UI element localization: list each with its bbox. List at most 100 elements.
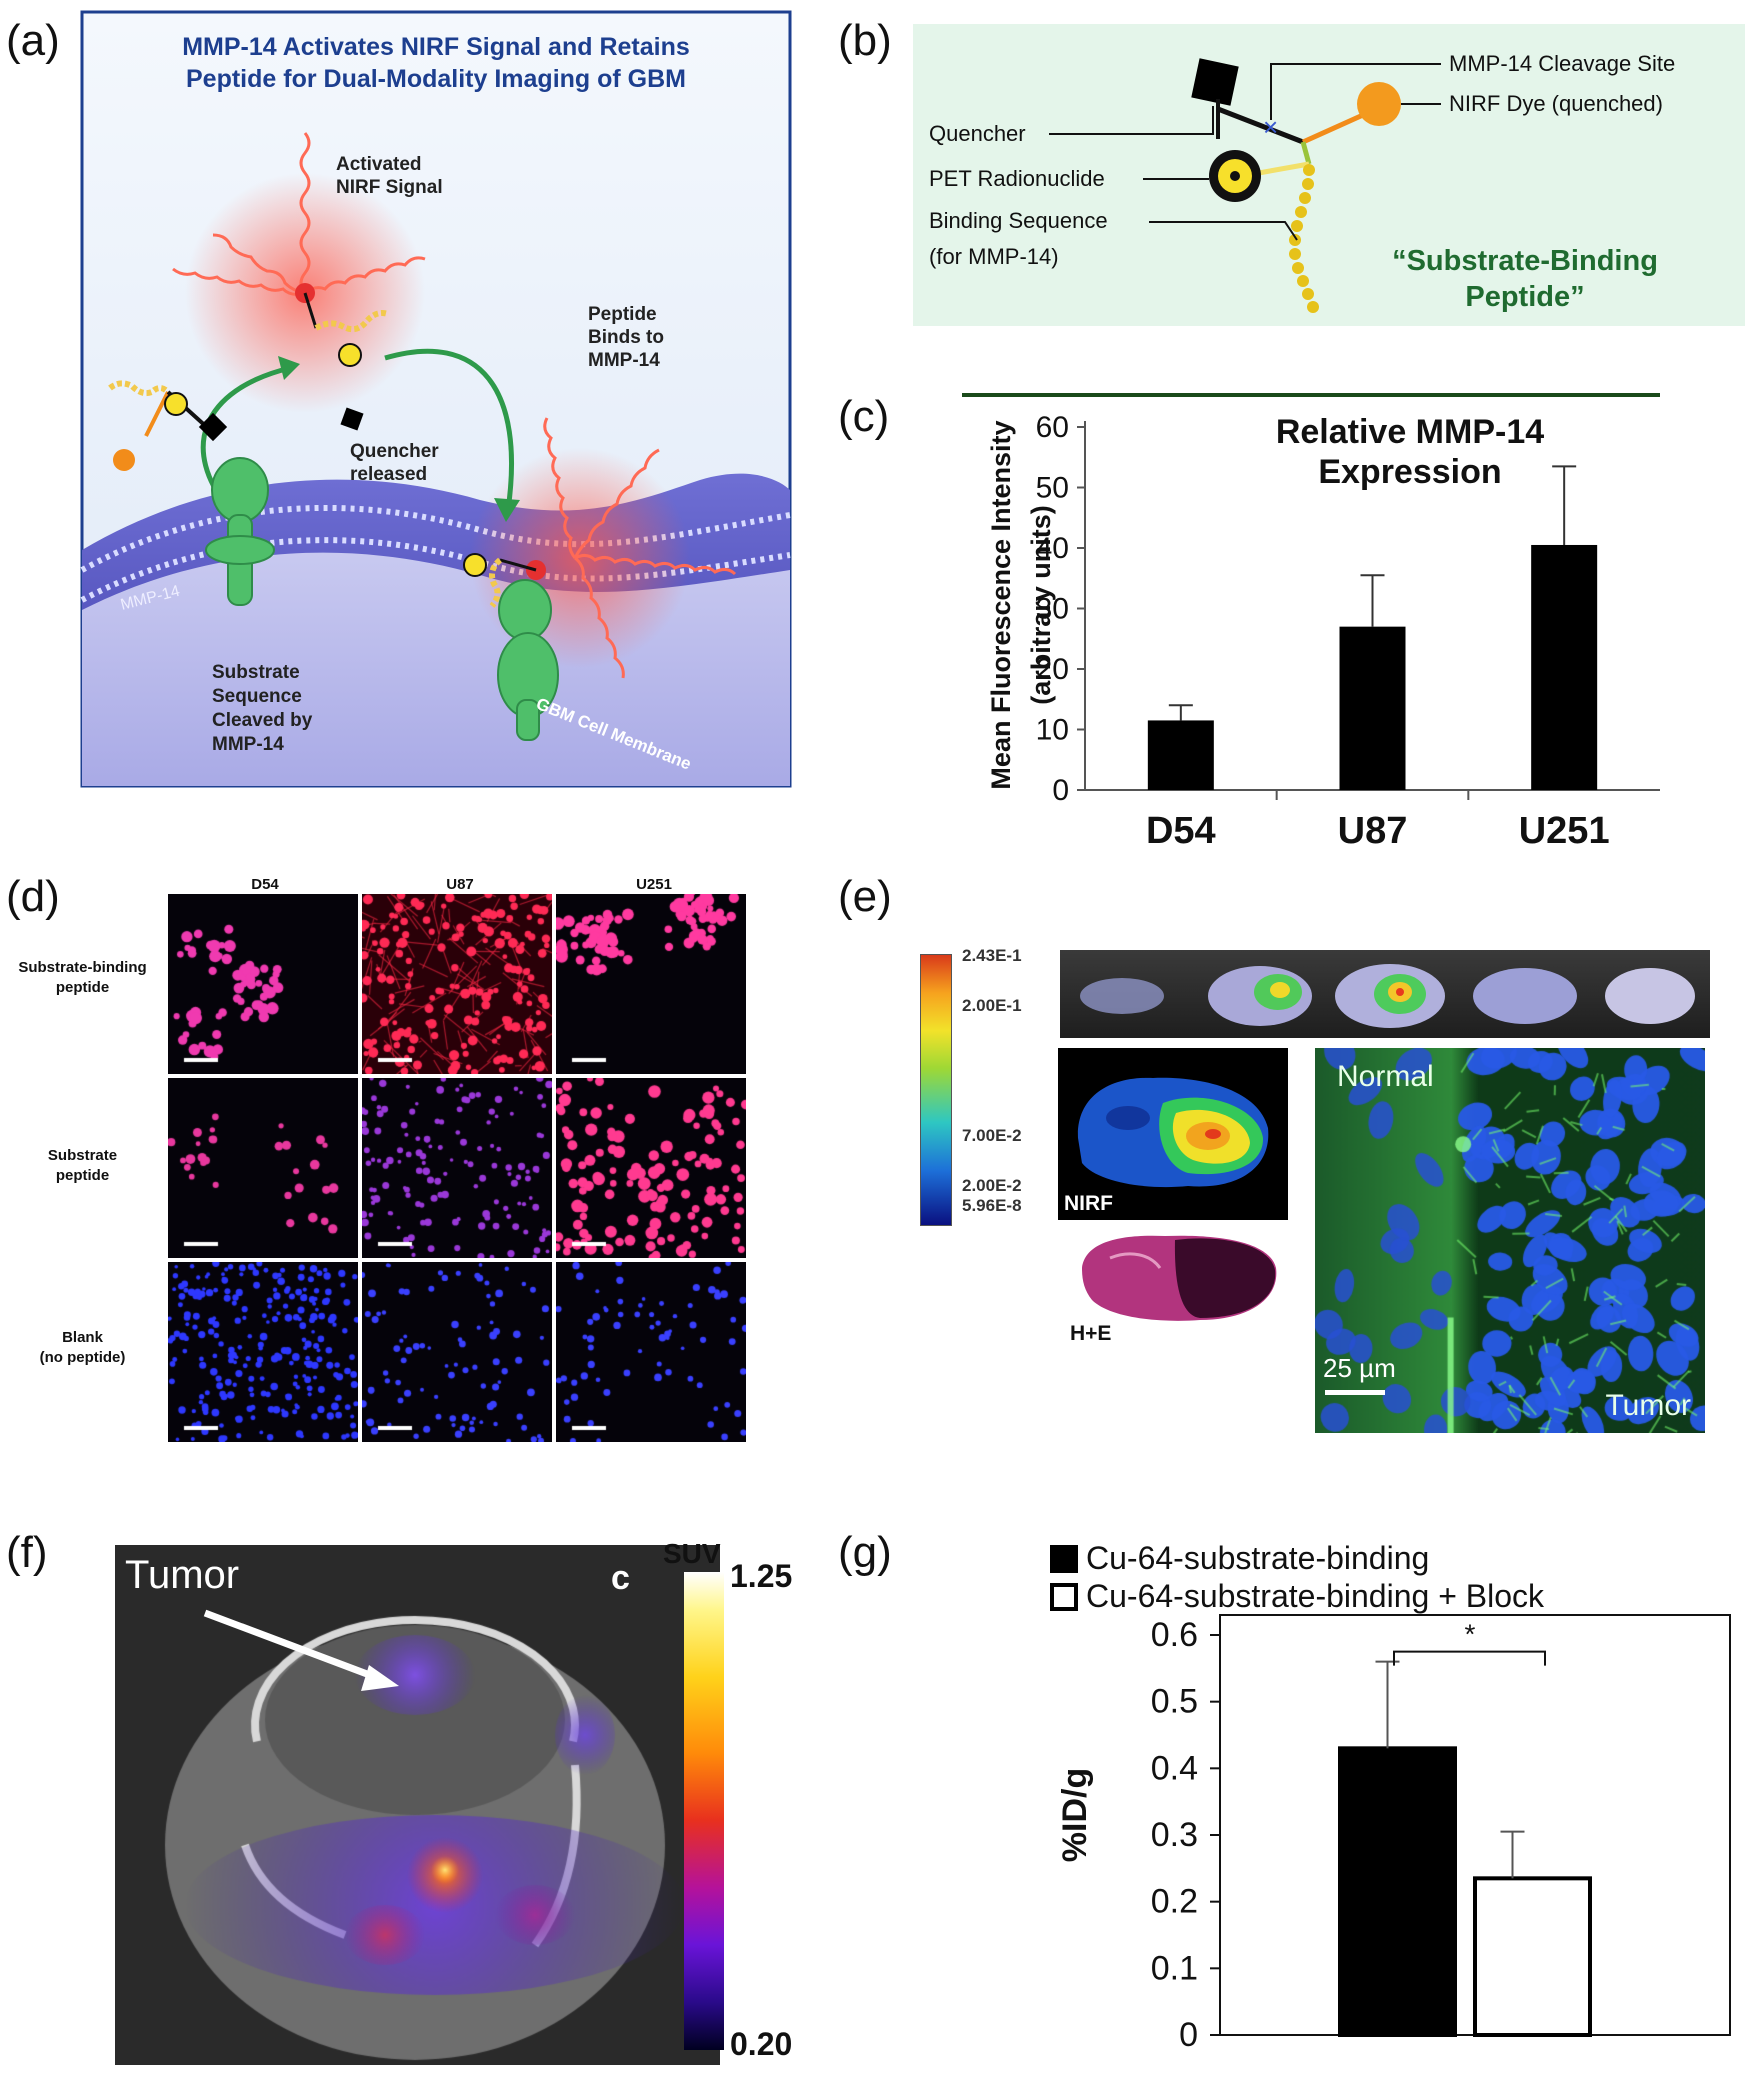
normal-region-label: Normal xyxy=(1337,1060,1434,1093)
panel-label-f: (f) xyxy=(6,1528,48,1577)
scale-tick-max: 2.43E-1 xyxy=(962,946,1022,965)
ex-vivo-slices-strip xyxy=(1060,950,1710,1038)
mmp14-protein-left xyxy=(205,457,275,606)
label-binds-1: Peptide xyxy=(588,304,657,325)
y-tick-label: 10 xyxy=(1036,714,1069,747)
label-activated-1: Activated xyxy=(336,154,422,175)
tumor-arrow-svg xyxy=(203,1609,399,1691)
legend-swatch-2 xyxy=(1050,1583,1078,1611)
panel-label-e: (e) xyxy=(838,872,892,921)
panel-b-diagram: × MMP-14 Cleavage Site NIRF Dye (quenche… xyxy=(913,24,1745,326)
chart-g-ylabel: %ID/g xyxy=(1056,1768,1094,1862)
tumor-arrow xyxy=(203,1609,385,1684)
label-binds-2: Binds to xyxy=(588,327,664,348)
chart-c-title-2: Expression xyxy=(1318,453,1501,491)
label-substrate-2: Sequence xyxy=(212,686,302,707)
panel-c-chart: Relative MMP-14 Expression Mean Fluoresc… xyxy=(960,385,1680,855)
he-label: H+E xyxy=(1070,1322,1112,1345)
label-substrate-1: Substrate xyxy=(212,662,300,683)
intact-peptide xyxy=(108,380,228,471)
micrograph-tile xyxy=(556,894,746,1074)
slices-svg xyxy=(1080,964,1695,1028)
nirf-brain-image: NIRF xyxy=(1058,1048,1288,1220)
y-tick-label: 0.6 xyxy=(1151,1616,1198,1654)
y-tick-label: 0.2 xyxy=(1151,1883,1198,1921)
panel-label-b: (b) xyxy=(838,16,892,65)
tumor-arrow-head xyxy=(361,1665,399,1691)
bar-u251 xyxy=(1531,544,1598,790)
panel-d-micrograph-grid: D54 U87 U251 Substrate-binding peptide S… xyxy=(0,870,770,1450)
label-binding-sequence-2: (for MMP-14) xyxy=(929,244,1059,269)
col-label-u251: U251 xyxy=(636,876,672,893)
bound-peptide xyxy=(463,553,546,608)
col-label-u87: U87 xyxy=(446,876,474,893)
bar-d54 xyxy=(1147,720,1214,790)
label-cleavage-site: MMP-14 Cleavage Site xyxy=(1449,51,1675,76)
micrograph-tile xyxy=(362,1078,552,1258)
label-pet-radionuclide: PET Radionuclide xyxy=(929,166,1105,191)
row-label-line: Substrate xyxy=(47,1147,118,1164)
label-quencher: Quencher xyxy=(929,121,1026,146)
nirf-glow-bottom xyxy=(470,448,690,668)
row-label-blank: Blank (no peptide) xyxy=(0,1328,165,1368)
nirf-brain-svg xyxy=(1077,1077,1269,1188)
panel-label-d: (d) xyxy=(6,872,60,921)
slice-1 xyxy=(1080,978,1164,1014)
nirf-label: NIRF xyxy=(1064,1192,1113,1215)
row-label-line: (no peptide) xyxy=(39,1349,126,1366)
legend-label-2: Cu-64-substrate-binding + Block xyxy=(1086,1578,1545,1614)
y-tick-label: 0.4 xyxy=(1151,1749,1198,1787)
arrow-bind-head xyxy=(494,498,520,522)
chart-c-ylabel-1: Mean Fluorescence Intensity xyxy=(986,420,1016,789)
panel-a-title-1: MMP-14 Activates NIRF Signal and Retains xyxy=(182,33,690,61)
row-label-line: peptide xyxy=(55,1167,110,1184)
suv-label: SUV xyxy=(663,1538,721,1569)
col-label-d54: D54 xyxy=(251,876,279,893)
he-stain-image: H+E xyxy=(1070,1228,1300,1345)
x-tick-label: D54 xyxy=(1146,810,1216,852)
row-label-substrate: Substrate peptide xyxy=(0,1146,165,1186)
label-binding-sequence-1: Binding Sequence xyxy=(929,208,1108,233)
peptide-name-1: “Substrate-Binding xyxy=(1392,245,1658,277)
peptide-schematic: × xyxy=(1191,58,1401,202)
row-label-line: Blank xyxy=(62,1329,103,1346)
fluorescence-micrograph: Normal Tumor 25 µm xyxy=(1315,1048,1705,1433)
binding-sequence-beads xyxy=(1289,164,1319,313)
micrograph-tile xyxy=(168,1078,358,1258)
arrow-cleave-head xyxy=(278,356,300,380)
y-tick-label: 0.5 xyxy=(1151,1683,1198,1721)
y-tick-label: 50 xyxy=(1036,472,1069,505)
y-tick-label: 20 xyxy=(1036,653,1069,686)
row-label-line: peptide xyxy=(55,979,110,996)
suv-color-scale xyxy=(684,1572,724,2050)
chart-c-title-1: Relative MMP-14 xyxy=(1276,413,1544,451)
panel-g-chart: Cu-64-substrate-binding Cu-64-substrate-… xyxy=(1040,1535,1740,2070)
pet-ct-image: Tumor c xyxy=(115,1545,720,2065)
x-tick-label: U87 xyxy=(1338,810,1408,852)
significance-mark: * xyxy=(1465,1619,1476,1650)
bar-substrate-binding xyxy=(1338,1746,1457,2037)
x-tick-label: U251 xyxy=(1519,810,1610,852)
panel-label-c: (c) xyxy=(838,392,890,441)
fluorescence-canvas xyxy=(1315,1048,1705,1433)
chart-c-ylabel-2: (arbitrary units) xyxy=(1026,505,1056,705)
label-nirf-dye: NIRF Dye (quenched) xyxy=(1449,91,1663,116)
label-substrate-4: MMP-14 xyxy=(212,734,284,755)
y-tick-label: 0 xyxy=(1179,2016,1198,2054)
tumor-label: Tumor xyxy=(125,1553,240,1597)
uptake-chart: Cu-64-substrate-binding Cu-64-substrate-… xyxy=(1050,1540,1731,2054)
panel-a-title-2: Peptide for Dual-Modality Imaging of GBM xyxy=(186,65,686,93)
panel-e-imaging: 2.43E-1 2.00E-1 7.00E-2 2.00E-2 5.96E-8 xyxy=(910,940,1710,1435)
scalebar xyxy=(1325,1390,1385,1395)
bar-u87 xyxy=(1339,626,1406,790)
scale-tick-min: 5.96E-8 xyxy=(962,1196,1022,1215)
micrograph-tile xyxy=(168,1262,358,1442)
micrograph-tile xyxy=(168,894,358,1074)
y-tick-label: 0.1 xyxy=(1151,1949,1198,1987)
y-tick-label: 0 xyxy=(1052,774,1069,807)
panel-a-svg: MMP-14 Activates NIRF Signal and Retains… xyxy=(80,10,792,788)
scale-tick-4: 2.00E-2 xyxy=(962,1176,1022,1195)
micrograph-tile xyxy=(362,894,552,1074)
nirf-dye-dot xyxy=(1357,82,1401,126)
row-label-line: Substrate-binding xyxy=(18,959,147,976)
